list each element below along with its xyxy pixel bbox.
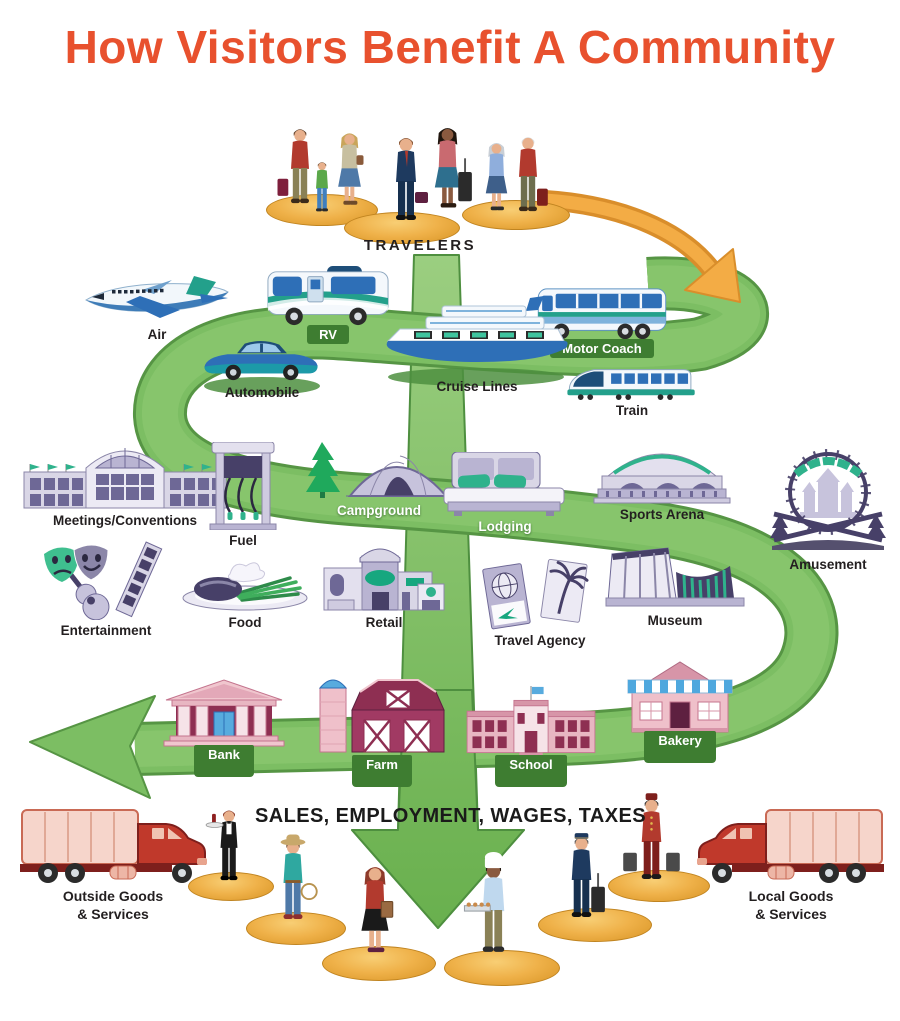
fuel-label: Fuel — [229, 533, 257, 548]
node-meetings-conventions: Meetings/Conventions — [22, 446, 228, 528]
local-goods-label: Local Goods & Services — [749, 888, 834, 923]
ship-shadow — [388, 368, 564, 386]
train-icon — [567, 369, 695, 400]
automobile-label: Automobile — [224, 385, 300, 400]
node-train: Train — [562, 362, 702, 418]
bus-icon — [537, 288, 667, 340]
waiter-icon — [205, 810, 238, 881]
outside-goods-line1: Outside Goods — [62, 888, 164, 904]
outside-goods-truck-icon — [18, 806, 208, 884]
entertainment-label: Entertainment — [60, 623, 152, 638]
sports-arena-label: Sports Arena — [619, 507, 705, 522]
node-fuel: Fuel — [196, 442, 290, 548]
flow-caption: SALES, EMPLOYMENT, WAGES, TAXES — [255, 805, 646, 827]
motor-coach-label: Motor Coach — [550, 339, 654, 358]
node-air: Air — [82, 270, 232, 342]
airplane-icon — [85, 276, 229, 318]
rv-icon — [267, 266, 389, 326]
food-plate-icon — [182, 562, 308, 611]
convention-center-icon — [23, 448, 228, 509]
node-sports-arena: Sports Arena — [586, 446, 738, 522]
museum-building-icon — [605, 547, 745, 607]
node-bakery: Bakery — [618, 658, 742, 763]
node-farm: Farm — [312, 668, 452, 787]
node-local-goods: Local Goods & Services — [696, 806, 886, 923]
node-retail: Retail — [318, 548, 450, 630]
node-museum: Museum — [602, 546, 748, 628]
storefront-icon — [323, 548, 445, 611]
bakery-shop-icon — [627, 661, 733, 733]
food-label: Food — [228, 615, 262, 630]
cruise-ship-icon — [386, 296, 568, 362]
stadium-icon — [593, 453, 731, 504]
cruise-lines-label: Cruise Lines — [436, 379, 518, 394]
node-bank: Bank — [158, 678, 290, 777]
farm-label: Farm — [352, 755, 412, 787]
rancher-icon — [280, 834, 318, 920]
travelers-arrow-icon — [544, 190, 741, 303]
money-ribbon — [29, 283, 811, 799]
ribbon-arrowhead-icon — [29, 695, 156, 799]
node-lodging: Lodging — [442, 452, 568, 534]
bank-building-icon — [163, 679, 285, 747]
school-label: School — [495, 755, 567, 787]
bellhop-icon — [623, 793, 680, 880]
local-goods-line2: & Services — [755, 905, 827, 922]
amusement-label: Amusement — [789, 557, 867, 572]
theater-masks-icon — [44, 541, 163, 620]
family-man-icon — [277, 129, 309, 204]
outside-goods-label: Outside Goods & Services — [63, 888, 163, 923]
retail-label: Retail — [365, 615, 403, 630]
lodging-label: Lodging — [478, 519, 532, 534]
campground-label: Campground — [337, 503, 421, 518]
node-cruise-lines: Cruise Lines — [382, 294, 572, 394]
air-label: Air — [147, 327, 167, 342]
node-school: School — [458, 686, 604, 787]
solo-woman-traveler-icon — [434, 128, 472, 208]
node-amusement: Amusement — [768, 448, 888, 572]
tent-icon — [306, 442, 452, 498]
node-food: Food — [178, 556, 312, 630]
rv-label: RV — [307, 325, 349, 344]
meetings-conventions-label: Meetings/Conventions — [52, 513, 197, 528]
node-entertainment: Entertainment — [38, 540, 174, 638]
bakery-label: Bakery — [644, 731, 716, 763]
barn-icon — [318, 679, 445, 753]
node-motor-coach: Motor Coach — [534, 286, 670, 358]
node-travel-agency: Travel Agency — [478, 556, 602, 648]
family-woman-icon — [338, 133, 364, 205]
baker-icon — [463, 851, 505, 952]
senior-woman-icon — [485, 143, 508, 211]
travel-agency-label: Travel Agency — [494, 633, 586, 648]
page-title: How Visitors Benefit A Community — [64, 21, 836, 73]
fuel-pump-icon — [209, 442, 277, 530]
car-icon — [204, 341, 318, 381]
local-goods-line1: Local Goods — [748, 888, 834, 904]
local-goods-truck-icon — [696, 806, 886, 884]
pilot-icon — [571, 833, 605, 918]
manager-icon — [361, 867, 394, 953]
node-automobile: Automobile — [198, 336, 326, 400]
node-campground: Campground — [300, 438, 458, 518]
bed-icon — [443, 452, 565, 516]
node-rv: RV — [262, 266, 394, 344]
node-outside-goods: Outside Goods & Services — [18, 806, 208, 923]
business-traveler-icon — [396, 138, 428, 220]
train-label: Train — [615, 403, 649, 418]
family-child-icon — [316, 162, 328, 212]
school-building-icon — [466, 686, 596, 757]
outside-goods-line2: & Services — [77, 905, 149, 922]
roller-coaster-icon — [770, 449, 886, 550]
travel-brochures-icon — [482, 558, 589, 630]
platform-oval — [462, 200, 570, 230]
museum-label: Museum — [647, 613, 703, 628]
bank-label: Bank — [194, 745, 254, 777]
travelers-label: TRAVELERS — [363, 237, 477, 254]
senior-man-icon — [519, 137, 548, 212]
car-shadow — [204, 377, 320, 395]
